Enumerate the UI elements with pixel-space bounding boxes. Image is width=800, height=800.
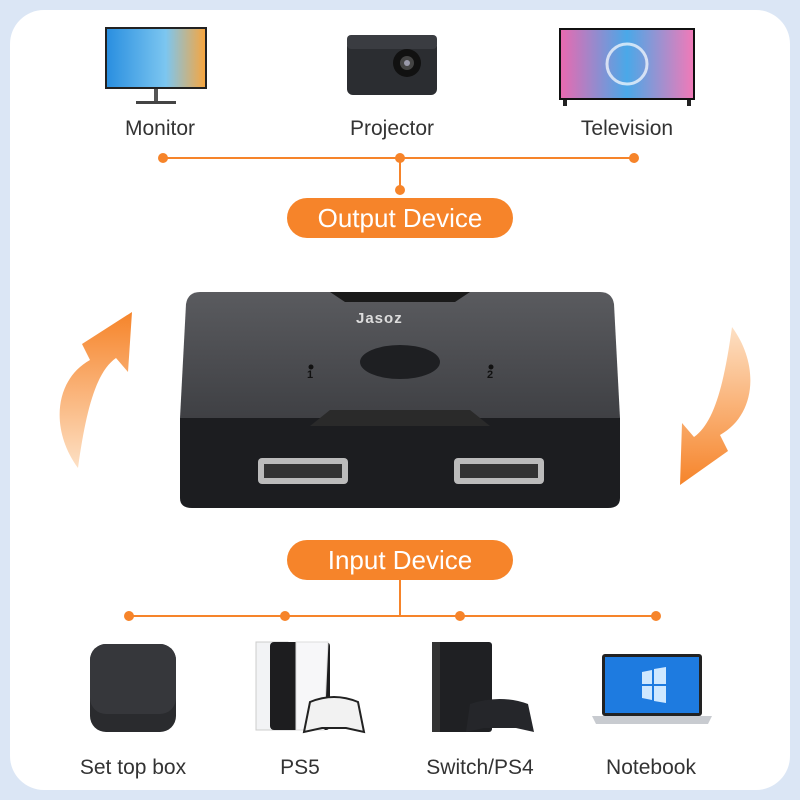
connector-dot (629, 153, 639, 163)
brand-logo: Jasoz (356, 310, 403, 327)
connector-dot (395, 153, 405, 163)
port-label-2: 2 (487, 369, 494, 381)
device-label-notebook: Notebook (606, 756, 696, 779)
connector-dot (455, 611, 465, 621)
hdmi-switch-device (180, 292, 620, 508)
device-label-ps5: PS5 (280, 756, 320, 779)
device-label-monitor: Monitor (124, 117, 196, 140)
switch-button[interactable] (360, 340, 440, 374)
arrow-up-icon (59, 312, 132, 468)
output-connector-stem (399, 158, 401, 192)
input-connector-stem (399, 580, 401, 616)
device-label-projector: Projector (349, 117, 435, 140)
device-label-switch-ps4: Switch/PS4 (426, 756, 534, 779)
switch-ps4-icon (432, 642, 534, 732)
connector-dot (158, 153, 168, 163)
set-top-box-icon (90, 644, 176, 732)
connector-dot (651, 611, 661, 621)
port-label-1: 1 (307, 369, 314, 381)
output-device-pill: Output Device (287, 198, 513, 238)
notebook-icon (592, 654, 712, 724)
television-icon (559, 28, 695, 106)
input-device-pill: Input Device (287, 540, 513, 580)
arrow-down-icon (680, 327, 751, 485)
monitor-icon (105, 27, 207, 104)
device-label-set-top-box: Set top box (79, 756, 187, 779)
input-connector-line (128, 615, 656, 617)
projector-icon (347, 35, 437, 95)
connector-dot (124, 611, 134, 621)
connector-dot (280, 611, 290, 621)
connector-dot (395, 185, 405, 195)
ps5-icon (255, 641, 366, 734)
device-label-television: Television (580, 117, 674, 140)
